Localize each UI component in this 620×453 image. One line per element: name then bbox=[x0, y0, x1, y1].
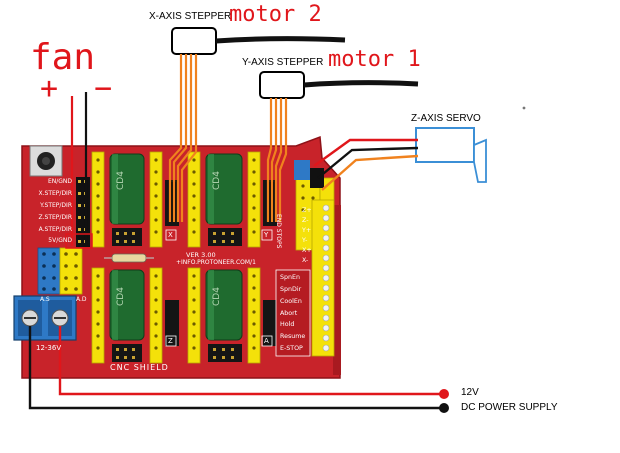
board-label-z-step-dir: Z.STEP/DIR bbox=[38, 214, 72, 221]
speck bbox=[522, 106, 526, 110]
board-label-a-step-dir: A.STEP/DIR bbox=[38, 226, 72, 233]
board-label-en-gnd: EN/GND bbox=[47, 178, 72, 185]
axis-mark-z: Z bbox=[168, 337, 173, 345]
servo-pins bbox=[294, 160, 324, 188]
x-motor-cable bbox=[215, 36, 346, 44]
end-stop-z-plus: Z+ bbox=[302, 207, 312, 214]
control-pin-e-stop: E-STOP bbox=[280, 345, 303, 352]
control-pin-spnen: SpnEn bbox=[280, 274, 300, 281]
header-pin-dots bbox=[96, 158, 256, 350]
end-stop-header bbox=[295, 177, 335, 357]
axis-mark-x: X bbox=[168, 231, 173, 239]
fan-minus-label: − bbox=[94, 71, 113, 106]
y-stepper-wires bbox=[266, 98, 288, 222]
end-stop-x-plus: X+ bbox=[302, 247, 312, 254]
motor-2-label: motor 2 bbox=[229, 2, 322, 27]
fan-wires bbox=[70, 92, 88, 246]
z-axis-servo-label: Z-AXIS SERVO bbox=[411, 113, 481, 124]
capacitor-label-z: CD4 bbox=[116, 287, 126, 306]
board-edge bbox=[333, 205, 341, 375]
axis-mark-y: Y bbox=[264, 231, 269, 239]
board-website-label: +INFO.PROTONEER.COM/1 bbox=[176, 259, 256, 266]
label-a-d: A.D bbox=[76, 296, 87, 303]
power-input-label: 12-36V bbox=[36, 344, 62, 352]
v12-terminal-dot bbox=[439, 389, 449, 399]
gnd-terminal-dot bbox=[439, 403, 449, 413]
power-wires bbox=[28, 326, 444, 410]
board-name-label: CNC SHIELD bbox=[110, 363, 169, 372]
capacitor-label-x: CD4 bbox=[116, 171, 126, 190]
servo-wires bbox=[313, 138, 419, 191]
capacitor-label-a: CD4 bbox=[212, 287, 222, 306]
cnc-shield-board bbox=[21, 135, 341, 379]
fan-pins-highlight bbox=[65, 233, 93, 249]
board-label-y-step-dir: Y.STEP/DIR bbox=[40, 202, 72, 209]
y-motor-cable bbox=[303, 80, 419, 88]
power-terminal-block bbox=[13, 295, 77, 341]
board-label-5v-gnd: 5V/GND bbox=[48, 237, 72, 244]
control-label-box bbox=[275, 269, 311, 357]
reset-button-icon bbox=[29, 145, 63, 177]
left-step-dir-header bbox=[76, 177, 90, 247]
y-axis-stepper-label: Y-AXIS STEPPER bbox=[242, 57, 324, 68]
end-stops-label: END STOPS bbox=[275, 214, 282, 249]
spindle-header-blue bbox=[37, 247, 83, 295]
board-label-x-step-dir: X.STEP/DIR bbox=[38, 190, 72, 197]
end-stop-y-plus: Y+ bbox=[302, 227, 312, 234]
end-stop-x-minus: X- bbox=[302, 257, 309, 264]
control-pin-hold: Hold bbox=[280, 321, 295, 328]
x-stepper-connector bbox=[171, 27, 346, 55]
control-pin-abort: Abort bbox=[280, 310, 298, 317]
end-stop-z-minus: Z- bbox=[302, 217, 309, 224]
v12-label: 12V bbox=[461, 387, 479, 398]
axis-mark-boxes bbox=[165, 229, 273, 347]
driver-socket-headers bbox=[91, 151, 261, 364]
z-axis-servo-icon bbox=[415, 127, 487, 183]
control-pin-resume: Resume bbox=[280, 333, 306, 340]
axis-mark-a: A bbox=[264, 337, 269, 345]
control-pin-spndir: SpnDir bbox=[280, 286, 302, 293]
board-version-label: VER 3.00 bbox=[186, 251, 216, 259]
y-stepper-connector bbox=[259, 71, 419, 99]
dc-power-supply-label: DC POWER SUPPLY bbox=[461, 402, 558, 413]
motor-1-label: motor 1 bbox=[328, 47, 421, 72]
x-axis-stepper-label: X-AXIS STEPPER bbox=[149, 11, 232, 22]
capacitor-icons bbox=[109, 153, 243, 341]
label-a-s: A.S bbox=[40, 296, 50, 303]
microstep-jumper-headers bbox=[112, 228, 242, 362]
fan-plus-label: + bbox=[40, 71, 59, 106]
fan-label: fan bbox=[30, 37, 96, 78]
x-stepper-wires bbox=[168, 54, 198, 222]
capacitor-label-y: CD4 bbox=[212, 171, 222, 190]
control-pin-coolen: CoolEn bbox=[280, 298, 302, 305]
end-stop-y-minus: Y- bbox=[302, 237, 308, 244]
fuse-component bbox=[104, 253, 154, 263]
